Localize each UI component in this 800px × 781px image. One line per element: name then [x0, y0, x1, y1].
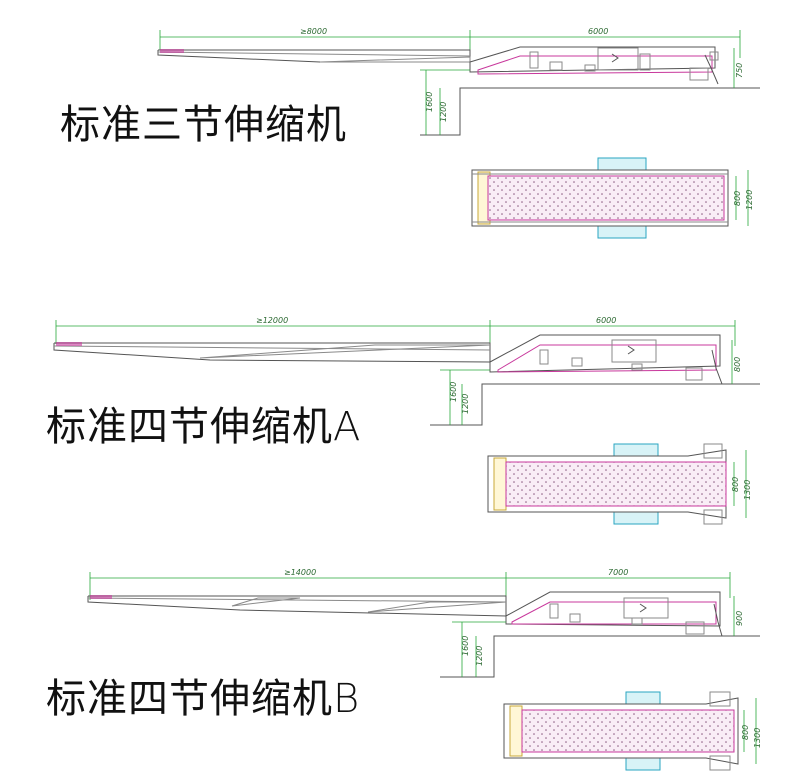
section-3-title: 标准四节伸缩机B	[46, 676, 360, 722]
section-3-side-view: ≥14000 7000 900 1600 1200	[87, 568, 760, 678]
dim-height-right: 750	[735, 63, 744, 78]
plan-dim-inner: 800	[741, 725, 750, 740]
section-3-plan-view: 800 1300	[503, 691, 762, 771]
dim-body-label: 7000	[608, 568, 628, 577]
section-1-plan-view: 800 1200	[471, 157, 754, 239]
plan-dim-outer: 1300	[753, 728, 762, 748]
section-1-title: 标准三节伸缩机	[60, 102, 347, 148]
dim-h2: 1200	[475, 646, 484, 666]
section-2-side-view: ≥12000 6000 800 1600 1200	[53, 316, 760, 426]
section-1-side-view: ≥8000 6000 750 1600 1200	[157, 27, 760, 136]
dim-extend-label: ≥8000	[300, 27, 327, 36]
dim-extend-label: ≥14000	[284, 568, 316, 577]
dim-height-right: 800	[733, 357, 742, 372]
dim-h1: 1600	[425, 92, 434, 112]
dim-h1: 1600	[449, 382, 458, 402]
dim-h2: 1200	[461, 394, 470, 414]
plan-dim-inner: 800	[731, 477, 740, 492]
dim-h1: 1600	[461, 636, 470, 656]
section-2-title: 标准四节伸缩机A	[46, 404, 361, 450]
dim-height-right: 900	[735, 611, 744, 626]
plan-dim-outer: 1200	[745, 190, 754, 210]
section-2-plan-view: 800 1300	[487, 443, 752, 525]
plan-dim-outer: 1300	[743, 480, 752, 500]
dim-body-label: 6000	[588, 27, 608, 36]
dim-h2: 1200	[439, 102, 448, 122]
plan-dim-inner: 800	[733, 191, 742, 206]
dim-extend-label: ≥12000	[256, 316, 288, 325]
dim-body-label: 6000	[596, 316, 616, 325]
